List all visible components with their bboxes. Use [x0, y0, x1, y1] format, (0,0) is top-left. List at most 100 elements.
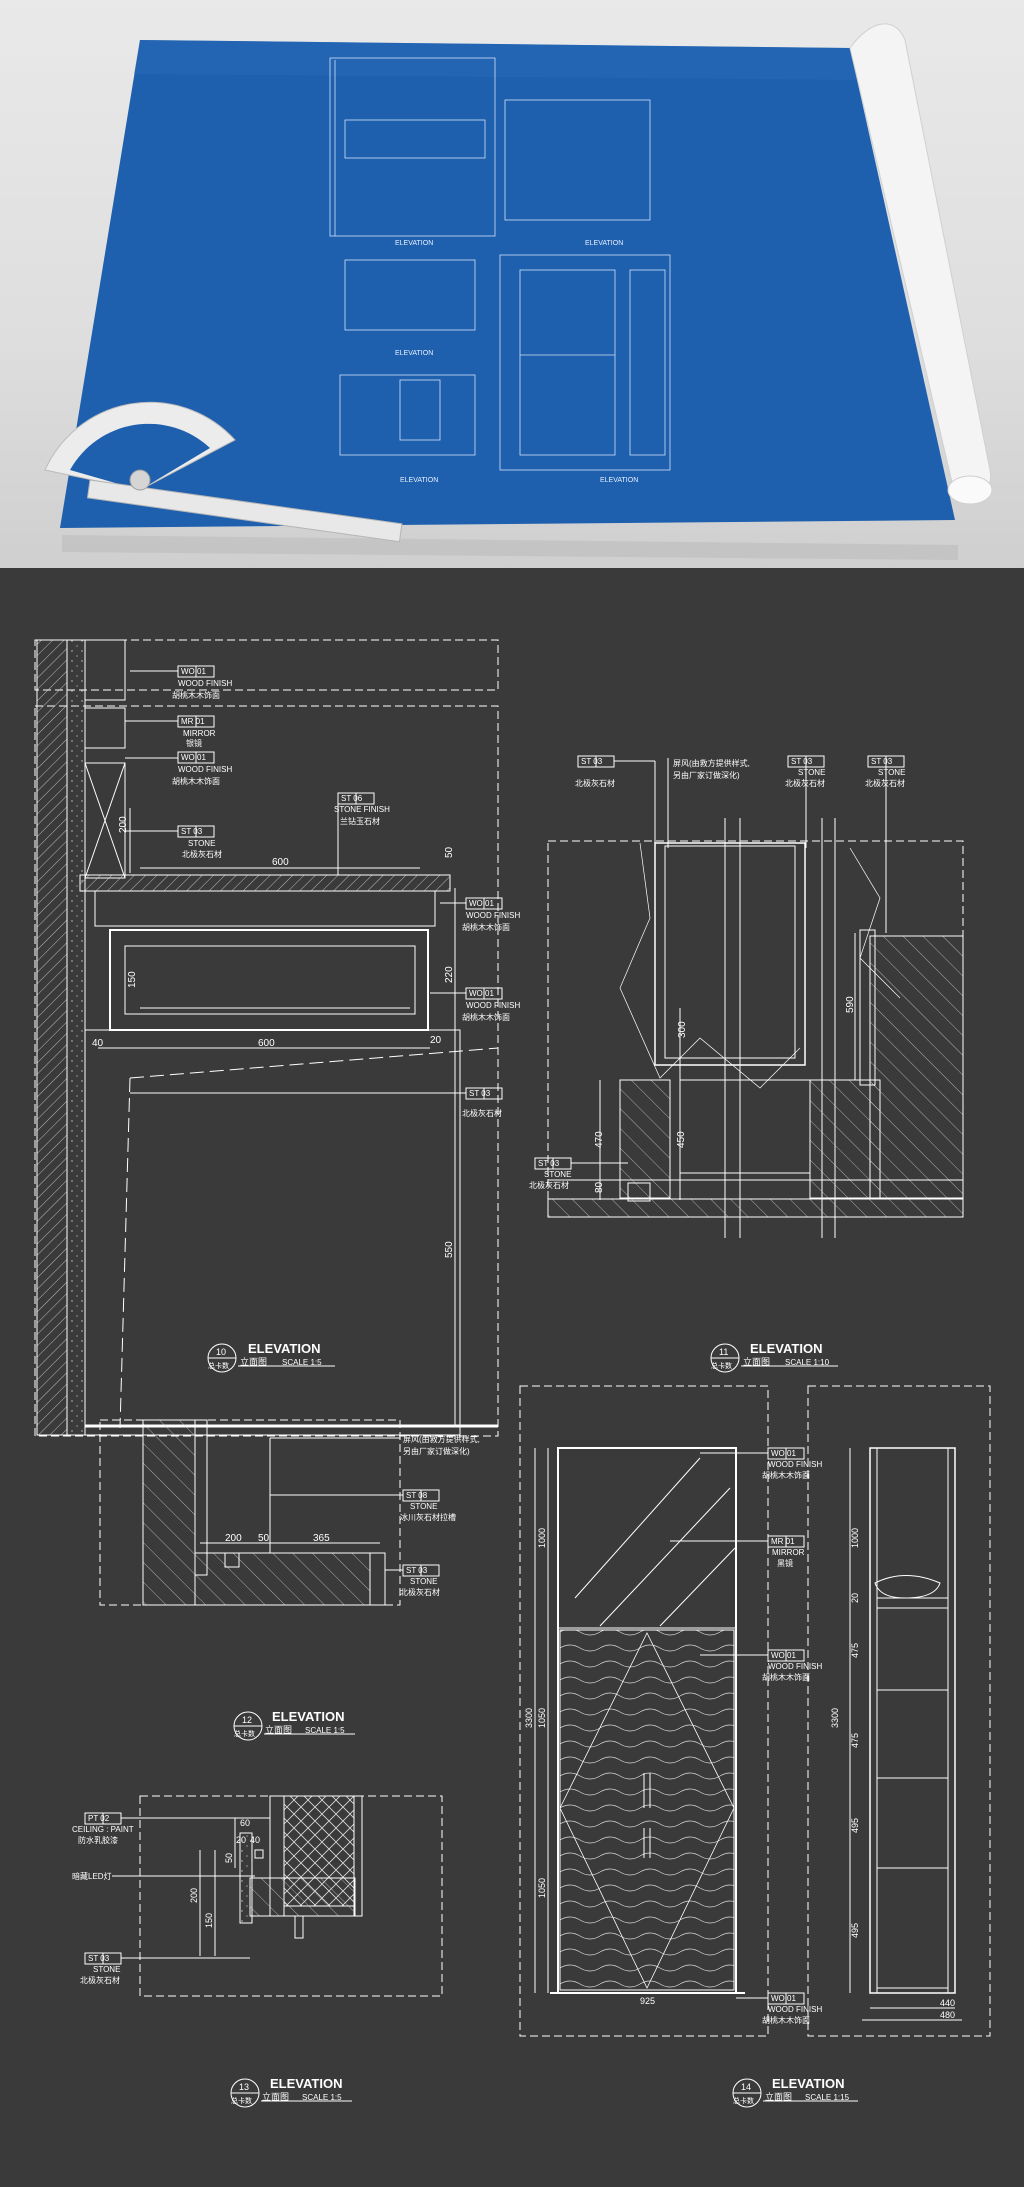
callout-st03-f: ST 03	[538, 1159, 560, 1168]
dim-475-b: 475	[850, 1733, 860, 1748]
dim-1000-b: 1000	[850, 1528, 860, 1548]
dim-150-c: 150	[204, 1913, 214, 1928]
title-13-num: 13	[239, 2082, 249, 2092]
dim-50: 50	[444, 846, 455, 858]
dim-1000-a: 1000	[537, 1528, 547, 1548]
title-11-cn: 立面图	[743, 1356, 770, 1367]
dim-50-c: 50	[224, 1853, 234, 1863]
callouts-13: PT 02 CEILING : PAINT 防水乳胶漆 暗藏LED灯 ST 03…	[72, 1812, 270, 1985]
callout-st06-cn: 兰钻玉石材	[340, 816, 380, 826]
protractor-icon	[44, 401, 403, 543]
elevation-10-drawing	[34, 639, 499, 1437]
callout-st03-d: ST 03	[791, 757, 813, 766]
callout-stone-d: STONE	[798, 768, 825, 777]
dim-590: 590	[845, 996, 856, 1013]
callout-led: 暗藏LED灯	[72, 1871, 112, 1881]
callout-screen-2: 另由厂家订做深化)	[673, 770, 740, 780]
callout-st03-cn-a: 北极灰石材	[182, 849, 222, 859]
dim-200: 200	[118, 816, 129, 833]
callout-wo01-b: WO 01	[181, 753, 206, 762]
callouts-14: WO 01 WOOD FINISH 胡桃木木饰面 MR 01 MIRROR 黑镜…	[670, 1447, 822, 2025]
callout-st03-cn-12: 北极灰石材	[400, 1587, 440, 1597]
hero-title-5: ELEVATION	[600, 477, 638, 484]
dim-475-a: 475	[850, 1643, 860, 1658]
title-13-scale: SCALE 1:5	[302, 2093, 342, 2102]
hero-title-1: ELEVATION	[395, 240, 433, 247]
callout-wo-finish-14b: WOOD FINISH	[768, 1662, 822, 1671]
callout-stone-12b: STONE	[410, 1577, 437, 1586]
cad-detail-sheet: 600 600 40 200 150 220 550 50 20 WO 01 W…	[0, 568, 1024, 2182]
dim-495-a: 495	[850, 1818, 860, 1833]
dim-20-b: 20	[236, 1835, 246, 1845]
callout-stone-13: STONE	[93, 1965, 120, 1974]
callout-wo-cn-14b: 胡桃木木饰面	[762, 1672, 810, 1682]
title-14-num: 14	[741, 2082, 751, 2092]
dim-80: 80	[594, 1181, 605, 1193]
dim-3300-b: 3300	[830, 1708, 840, 1728]
callout-st06: ST 06	[341, 794, 363, 803]
callout-wo-cn-b: 胡桃木木饰面	[172, 776, 220, 786]
callout-mirror: MIRROR	[183, 729, 216, 738]
callout-st03-cn-f: 北极灰石材	[529, 1180, 569, 1190]
callouts-12: 屏风(由救方提供样式, 另由厂家订做深化) ST 08 STONE 冰川灰石材拉…	[270, 1434, 480, 1597]
title-14-label: ELEVATION	[772, 2076, 844, 2091]
dim-470: 470	[594, 1131, 605, 1148]
dim-480: 480	[940, 2010, 955, 2020]
title-12-label: ELEVATION	[272, 1709, 344, 1724]
title-12-num: 12	[242, 1715, 252, 1725]
dim-600-a: 600	[272, 857, 289, 868]
hero-title-2: ELEVATION	[585, 240, 623, 247]
callout-stone-finish: STONE FINISH	[334, 805, 390, 814]
dim-60: 60	[240, 1818, 250, 1828]
callout-screen-12-1: 屏风(由救方提供样式,	[403, 1434, 480, 1444]
title-13-sheet: 总卡数	[231, 2096, 252, 2105]
title-block-14: 14 总卡数 ELEVATION 立面图 SCALE 1:15	[732, 2076, 858, 2108]
title-12-scale: SCALE 1:5	[305, 1726, 345, 1735]
title-14-scale: SCALE 1:15	[805, 2093, 850, 2102]
callout-wo-cn-14c: 胡桃木木饰面	[762, 2015, 810, 2025]
title-14-cn: 立面图	[765, 2091, 792, 2102]
dim-550: 550	[444, 1241, 455, 1258]
dim-200-b: 200	[225, 1533, 242, 1544]
blueprint-hero-image: ELEVATION ELEVATION ELEVATION ELEVATION …	[0, 0, 1024, 568]
hero-title-4: ELEVATION	[400, 477, 438, 484]
callout-st03-cn-e: 北极灰石材	[865, 778, 905, 788]
elevation-13-drawing	[139, 1795, 443, 1997]
callout-wo-cn-14a: 胡桃木木饰面	[762, 1470, 810, 1480]
dim-495-b: 495	[850, 1923, 860, 1938]
callout-pt02-cn: 防水乳胶漆	[78, 1835, 118, 1845]
title-11-label: ELEVATION	[750, 1341, 822, 1356]
title-13-label: ELEVATION	[270, 2076, 342, 2091]
dim-150: 150	[127, 971, 138, 988]
callout-wo-finish-b: WOOD FINISH	[178, 765, 232, 774]
title-10-sheet: 总卡数	[208, 1361, 229, 1370]
title-block-10: 10 总卡数 ELEVATION 立面图 SCALE 1:5	[207, 1341, 335, 1373]
title-10-cn: 立面图	[240, 1356, 267, 1367]
callout-wo-finish-d: WOOD FINISH	[466, 1001, 520, 1010]
elevation-14-drawing	[519, 1385, 991, 2037]
dim-1050-a: 1050	[537, 1878, 547, 1898]
callout-wo-cn-c: 胡桃木木饰面	[462, 922, 510, 932]
callout-stone-f: STONE	[544, 1170, 571, 1179]
callout-wo-finish-a: WOOD FINISH	[178, 679, 232, 688]
callout-wo01-14a: WO 01	[771, 1449, 796, 1458]
title-11-num: 11	[719, 1347, 728, 1357]
dim-3300-a: 3300	[524, 1708, 534, 1728]
dim-925: 925	[640, 1996, 655, 2006]
callout-wo01-14b: WO 01	[771, 1651, 796, 1660]
callout-stone-12a: STONE	[410, 1502, 437, 1511]
callout-st03-13: ST 03	[88, 1954, 110, 1963]
callout-wo-finish-c: WOOD FINISH	[466, 911, 520, 920]
callout-ceiling-paint: CEILING : PAINT	[72, 1825, 134, 1834]
callout-wo01-c: WO 01	[469, 899, 494, 908]
callout-st03-cn-13: 北极灰石材	[80, 1975, 120, 1985]
dim-600-b: 600	[258, 1038, 275, 1049]
dim-450: 450	[676, 1131, 687, 1148]
title-block-12: 12 总卡数 ELEVATION 立面图 SCALE 1:5	[233, 1709, 355, 1741]
title-10-num: 10	[216, 1347, 226, 1357]
dim-440: 440	[940, 1998, 955, 2008]
dim-365: 365	[313, 1533, 330, 1544]
elevation-11-drawing	[547, 818, 964, 1238]
title-12-cn: 立面图	[265, 1724, 292, 1735]
callout-st08-cn: 冰川灰石材拉槽	[400, 1512, 456, 1522]
